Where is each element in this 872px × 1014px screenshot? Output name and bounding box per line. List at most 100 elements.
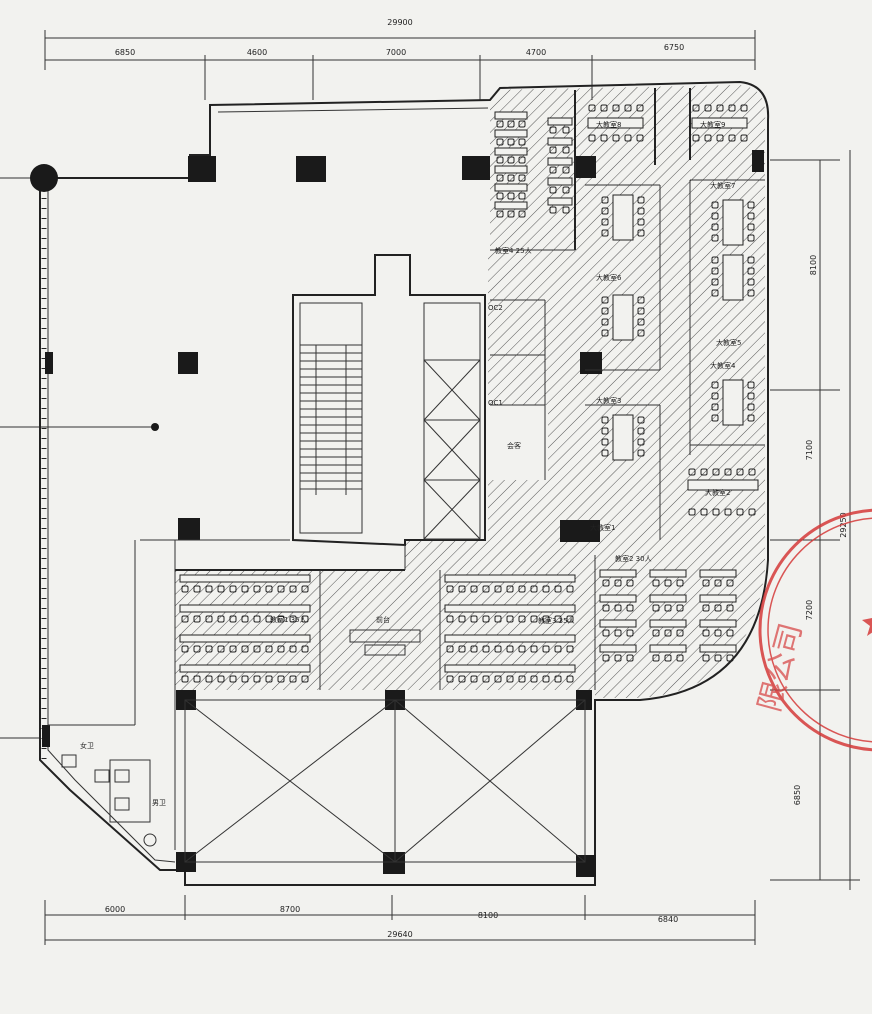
desk — [612, 294, 634, 341]
room-big9-label: 大教室9 — [700, 120, 725, 129]
chair — [494, 615, 502, 623]
chair — [562, 126, 570, 134]
chair — [636, 134, 644, 142]
chair — [229, 645, 237, 653]
dim-top-3: 7000 — [386, 48, 406, 57]
chair — [711, 381, 719, 389]
chair — [494, 675, 502, 683]
chair — [637, 307, 645, 315]
chair — [217, 615, 225, 623]
desk — [612, 194, 634, 241]
chair — [637, 296, 645, 304]
dim-bottom-2: 8700 — [280, 905, 300, 914]
chair — [711, 289, 719, 297]
chair — [265, 585, 273, 593]
chair — [470, 645, 478, 653]
bottom-dimensions: 6000 8700 8100 6840 29640 — [44, 895, 756, 945]
desk — [494, 111, 528, 120]
chair — [241, 645, 249, 653]
chair — [229, 615, 237, 623]
chair — [289, 675, 297, 683]
chair — [726, 629, 734, 637]
chair — [601, 427, 609, 435]
desk — [494, 183, 528, 192]
chair — [253, 645, 261, 653]
chair — [676, 604, 684, 612]
chair — [289, 615, 297, 623]
desk — [599, 569, 637, 578]
chair — [253, 615, 261, 623]
desk — [494, 129, 528, 138]
chair — [205, 615, 213, 623]
chair — [507, 120, 515, 128]
chair — [711, 212, 719, 220]
desk — [722, 199, 744, 246]
chair — [637, 196, 645, 204]
chair — [747, 267, 755, 275]
chair — [458, 615, 466, 623]
chair — [542, 615, 550, 623]
chair — [704, 104, 712, 112]
dim-bottom-1: 6000 — [105, 905, 125, 914]
room-big8-label: 大教室8 — [596, 120, 621, 129]
room-cls1-label: 教室1 35人 — [270, 615, 307, 624]
chair — [601, 307, 609, 315]
structural-columns — [30, 150, 764, 877]
desk — [179, 604, 311, 613]
chair — [482, 585, 490, 593]
desk — [699, 644, 737, 653]
room-big7-label: 大教室7 — [710, 181, 735, 190]
chair — [637, 329, 645, 337]
chair — [193, 645, 201, 653]
chair — [518, 210, 526, 218]
chair — [518, 645, 526, 653]
desk — [179, 664, 311, 673]
desk — [547, 197, 573, 206]
chair — [602, 604, 610, 612]
chair — [711, 403, 719, 411]
desk — [444, 604, 576, 613]
chair — [506, 645, 514, 653]
chair — [277, 645, 285, 653]
chair — [711, 392, 719, 400]
chair — [549, 206, 557, 214]
chair — [747, 201, 755, 209]
chair — [601, 218, 609, 226]
desk — [699, 594, 737, 603]
chair — [664, 629, 672, 637]
building-walls — [39, 80, 770, 886]
desk — [722, 254, 744, 301]
chair — [702, 604, 710, 612]
chair — [470, 585, 478, 593]
desk — [494, 165, 528, 174]
desk — [444, 574, 576, 583]
chair — [601, 449, 609, 457]
stair-steps — [300, 344, 362, 490]
chair — [692, 134, 700, 142]
chair — [482, 645, 490, 653]
chair — [518, 585, 526, 593]
chair — [614, 629, 622, 637]
desk — [179, 574, 311, 583]
chair — [712, 468, 720, 476]
chair — [602, 579, 610, 587]
chair — [700, 508, 708, 516]
chair — [193, 675, 201, 683]
chair — [614, 654, 622, 662]
chair — [301, 675, 309, 683]
chair — [636, 104, 644, 112]
partitions — [48, 88, 765, 850]
chair — [507, 138, 515, 146]
chair — [601, 438, 609, 446]
room-oc1-label: OC1 — [488, 399, 503, 407]
chair — [716, 104, 724, 112]
chair — [711, 414, 719, 422]
chair — [289, 585, 297, 593]
chair — [676, 629, 684, 637]
dim-top-total: 29900 — [387, 18, 412, 27]
chair — [562, 206, 570, 214]
chair — [554, 615, 562, 623]
desk — [599, 619, 637, 628]
chair — [728, 104, 736, 112]
